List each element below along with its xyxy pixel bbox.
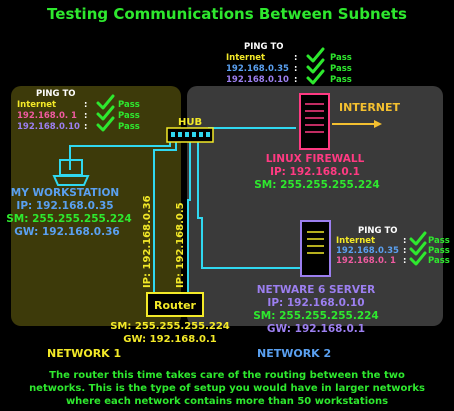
workstation-ip: IP: 192.168.0.35 — [16, 200, 113, 212]
diagram-title: Testing Communications Between Subnets — [47, 5, 407, 23]
ping-result: Pass — [118, 100, 140, 110]
checkmark-icon — [306, 69, 325, 85]
internet-label: INTERNET — [339, 101, 401, 114]
checkmark-icon — [96, 94, 115, 110]
ping-separator: : — [84, 111, 87, 121]
ping-target: Internet — [226, 53, 265, 63]
firewall-name: LINUX FIREWALL — [266, 153, 365, 165]
checkmark-icon — [306, 58, 325, 74]
ping-result: Pass — [330, 64, 352, 74]
server-name: NETWARE 6 SERVER — [257, 284, 375, 296]
workstation-name: MY WORKSTATION — [11, 187, 119, 199]
ping-result: Pass — [428, 256, 450, 266]
ping-result: Pass — [118, 122, 140, 132]
workstation-sm: SM: 255.255.255.224 — [6, 213, 132, 225]
server-ip: IP: 192.168.0.10 — [267, 297, 364, 309]
ping-result: Pass — [330, 75, 352, 85]
laptop-icon — [52, 159, 90, 186]
ping-separator: : — [403, 236, 406, 246]
server-sm: SM: 255.255.255.224 — [253, 310, 379, 322]
ping-result: Pass — [330, 53, 352, 63]
internet-arrow — [332, 120, 382, 128]
ping-result: Pass — [428, 246, 450, 256]
checkmark-icon — [306, 47, 325, 63]
caption-line: The router this time takes care of the r… — [49, 370, 405, 381]
firewall-ping-title: PING TO — [244, 42, 283, 52]
workstation-ping-title: PING TO — [36, 89, 75, 99]
ping-separator: : — [403, 246, 406, 256]
ping-separator: : — [84, 100, 87, 110]
router-ip-network2: IP: 192.168.0.5 — [175, 202, 186, 288]
router-label: Router — [154, 299, 197, 312]
ping-separator: : — [403, 256, 406, 266]
workstation-gw: GW: 192.168.0.36 — [14, 226, 119, 238]
checkmark-icon — [96, 105, 115, 121]
ping-separator: : — [294, 53, 297, 63]
network2-zone — [187, 86, 443, 326]
ping-target: 192.168.0.10 — [226, 75, 289, 85]
ping-target: 192.168.0. 1 — [336, 256, 396, 266]
network2-label: NETWORK 2 — [257, 347, 331, 360]
network1-label: NETWORK 1 — [47, 347, 121, 360]
firewall-ip: IP: 192.168.0.1 — [270, 166, 360, 178]
checkmark-icon — [409, 231, 427, 246]
caption-line: where each network contains more than 50… — [66, 396, 388, 407]
checkmark-icon — [96, 116, 115, 132]
ping-target: 192.168.0. 1 — [17, 111, 77, 121]
router-sm: SM: 255.255.255.224 — [110, 321, 230, 332]
ping-result: Pass — [428, 236, 450, 246]
firewall-sm: SM: 255.255.255.224 — [254, 179, 380, 191]
server-ping-title: PING TO — [358, 226, 397, 236]
ping-separator: : — [294, 64, 297, 74]
cable-router-hub — [153, 136, 177, 298]
server-gw: GW: 192.168.0.1 — [267, 323, 365, 335]
ping-separator: : — [294, 75, 297, 85]
ping-target: 192.168.0.10 — [17, 122, 80, 132]
hub-icon — [166, 127, 214, 143]
ping-target: 192.168.0.35 — [226, 64, 289, 74]
cable-router2-hub — [187, 136, 191, 298]
ping-target: Internet — [336, 236, 375, 246]
router-ip-network1: IP: 192.168.0.36 — [142, 195, 153, 288]
router-icon — [146, 292, 204, 317]
hub-label: HUB — [178, 117, 202, 128]
firewall-server-icon — [299, 93, 330, 150]
caption-line: networks. This is the type of setup you … — [29, 383, 425, 394]
ping-result: Pass — [118, 111, 140, 121]
checkmark-icon — [409, 241, 427, 256]
router-gw: GW: 192.168.0.1 — [123, 334, 217, 345]
server-icon — [300, 220, 331, 277]
checkmark-icon — [409, 251, 427, 266]
ping-separator: : — [84, 122, 87, 132]
cable-server-hub — [197, 136, 306, 269]
ping-target: Internet — [17, 100, 56, 110]
ping-target: 192.168.0.35 — [336, 246, 399, 256]
